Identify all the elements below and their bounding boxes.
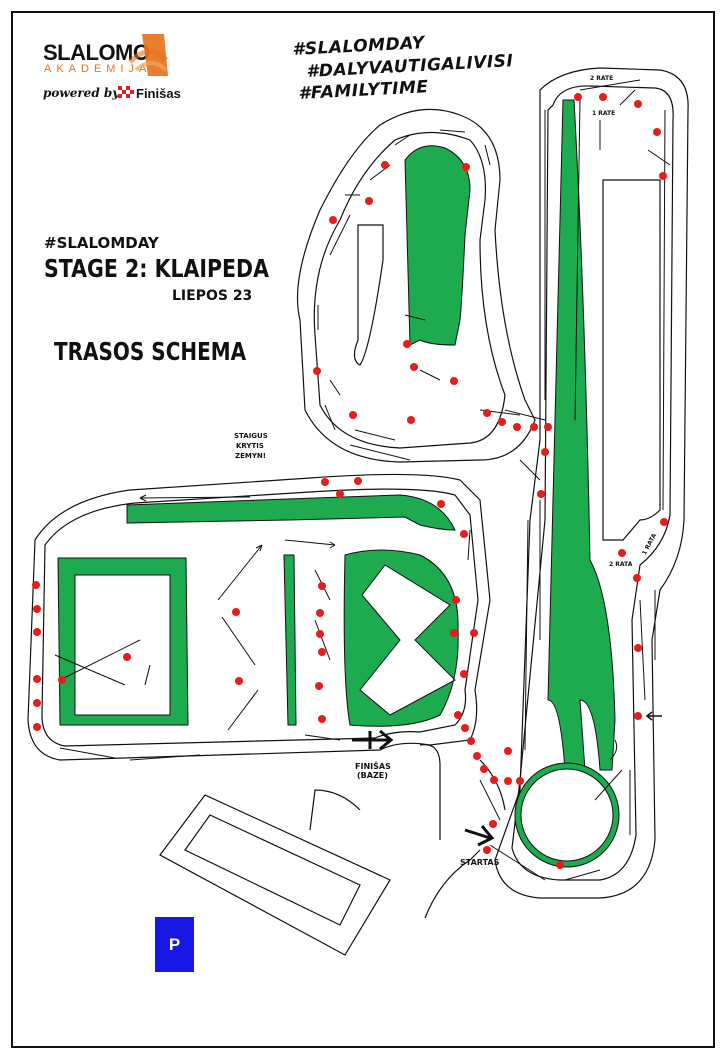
checkered-flag-icon bbox=[118, 86, 134, 100]
start-arrow-icon bbox=[464, 825, 495, 847]
cones bbox=[32, 93, 668, 869]
track-boundary-left bbox=[27, 473, 491, 761]
car-park-link bbox=[309, 789, 361, 831]
finish-sublabel: (BAZE) bbox=[357, 771, 388, 780]
logo-subtitle: AKADEMIJA bbox=[44, 63, 152, 75]
finish-label: FINIŠAS bbox=[355, 762, 391, 771]
lap-label-1-rate: 1 RATE bbox=[592, 110, 616, 117]
grass-hairpin bbox=[404, 145, 471, 346]
start-label: STARTAS bbox=[460, 858, 500, 867]
sponsor-name: Finišas bbox=[136, 86, 181, 101]
start-lane bbox=[424, 849, 481, 919]
track-inner-left bbox=[41, 488, 479, 747]
event-hashtag: #SLALOMDAY bbox=[44, 234, 159, 252]
track-boundary-hairpin bbox=[296, 108, 536, 463]
event-date: LIEPOS 23 bbox=[172, 288, 253, 304]
finish-arrow-icon bbox=[352, 729, 394, 751]
hairpin-barrier bbox=[353, 224, 384, 366]
warning-label-line3: ZEMYN! bbox=[235, 452, 266, 460]
logo-cone-icon bbox=[128, 34, 168, 76]
grass-left-block bbox=[57, 557, 189, 726]
parking-sign: P bbox=[155, 917, 194, 972]
track-inner-right bbox=[511, 85, 674, 881]
track-boundary-right bbox=[494, 67, 689, 899]
side-arrow-icon bbox=[645, 711, 662, 721]
grass-areas bbox=[57, 99, 620, 868]
right-service-lane bbox=[602, 179, 661, 541]
building bbox=[159, 794, 391, 956]
grass-long-strip bbox=[547, 99, 616, 771]
track-outlines bbox=[27, 67, 689, 956]
lap-label-2-rate: 2 RATE bbox=[590, 75, 614, 82]
grass-upper-strip bbox=[126, 494, 456, 531]
finish-lane bbox=[419, 744, 441, 840]
building-roof bbox=[184, 814, 361, 926]
track-inner-hairpin bbox=[313, 131, 506, 449]
grass-big-island bbox=[343, 549, 459, 727]
roundabout-center bbox=[520, 768, 614, 862]
warning-label-line2: KRYTIS bbox=[236, 442, 264, 450]
powered-by-label: powered by: bbox=[43, 86, 124, 100]
map-frame bbox=[11, 11, 715, 1048]
scheme-title: TRASOS SCHEMA bbox=[54, 337, 247, 366]
event-stage: STAGE 2: KLAIPEDA bbox=[44, 254, 269, 283]
lap-label-2-rata: 2 RATA bbox=[609, 561, 633, 568]
grass-mid-strip bbox=[283, 554, 297, 726]
warning-label-line1: STAIGUS bbox=[234, 432, 268, 440]
